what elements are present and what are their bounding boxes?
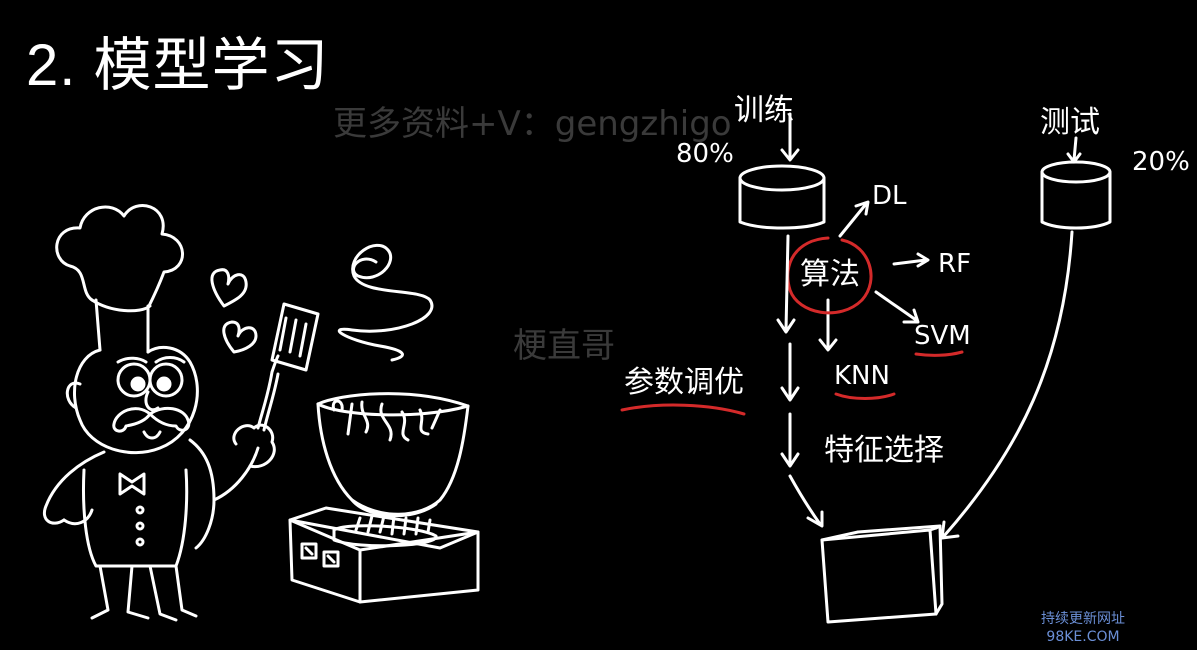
corner-watermark: 持续更新网址 98KE.COM xyxy=(1041,610,1125,646)
arrow-to-rf xyxy=(892,252,930,268)
test-percent: 20% xyxy=(1132,147,1190,177)
knn-label: KNN xyxy=(834,361,890,391)
pipeline-arrow-1 xyxy=(776,234,796,334)
arrow-to-svm xyxy=(874,290,920,324)
heart-icon xyxy=(210,268,258,354)
pipeline-arrow-2 xyxy=(780,342,800,402)
test-to-model-arrow xyxy=(940,230,1074,540)
algorithm-label: 算法 xyxy=(800,257,860,292)
test-data-cylinder xyxy=(1040,160,1112,230)
pipeline-arrow-3 xyxy=(780,412,800,468)
train-label: 训练 xyxy=(734,93,794,128)
svm-label: SVM xyxy=(914,321,971,351)
arrow-to-model xyxy=(788,474,824,528)
algorithm-highlight xyxy=(786,236,873,315)
arrow-to-knn xyxy=(818,298,838,352)
training-data-cylinder xyxy=(738,164,826,230)
dl-label: DL xyxy=(872,181,907,211)
tuning-underline xyxy=(620,403,746,416)
tuning-label: 参数调优 xyxy=(624,365,744,400)
train-arrow xyxy=(780,112,800,162)
model-box xyxy=(820,524,944,624)
flame-icon xyxy=(354,514,432,536)
arrow-to-dl xyxy=(838,200,870,238)
corner-line-2: 98KE.COM xyxy=(1046,629,1120,645)
stove-icon xyxy=(288,506,480,604)
rf-label: RF xyxy=(938,249,971,279)
watermark-top: 更多资料+V：gengzhigo xyxy=(333,104,732,144)
page-title: 2. 模型学习 xyxy=(26,33,330,98)
train-percent: 80% xyxy=(676,139,734,169)
watermark-middle: 梗直哥 xyxy=(513,326,615,366)
chef-icon xyxy=(43,204,276,622)
feature-selection-label: 特征选择 xyxy=(824,433,944,468)
steam-icon xyxy=(337,243,434,362)
knn-underline xyxy=(834,392,896,400)
test-arrow xyxy=(1066,136,1082,164)
corner-line-1: 持续更新网址 xyxy=(1041,611,1125,627)
svm-underline xyxy=(914,350,964,357)
spatula-icon xyxy=(256,302,320,432)
pot-icon xyxy=(316,392,470,518)
test-label: 测试 xyxy=(1040,105,1100,140)
